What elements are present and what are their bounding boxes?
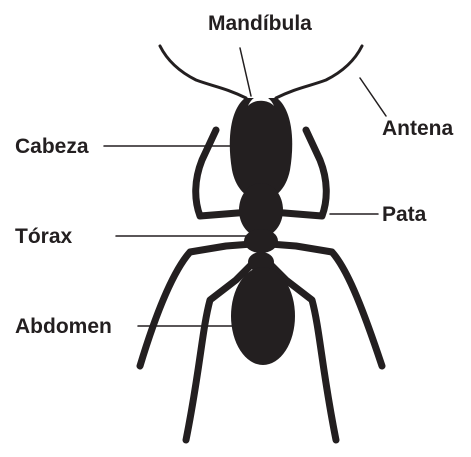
label-mandible: Mandíbula	[208, 13, 312, 34]
left-antenna	[160, 46, 246, 98]
label-leg: Pata	[382, 204, 426, 225]
right-antenna	[276, 46, 362, 98]
ant-abdomen	[231, 267, 295, 365]
label-thorax: Tórax	[15, 226, 72, 247]
ant-thorax-front	[239, 183, 283, 237]
mandible-leader-line	[240, 48, 251, 96]
ant-thorax-middle	[244, 229, 278, 253]
label-antenna: Antena	[382, 118, 453, 139]
label-head: Cabeza	[15, 136, 89, 157]
label-abdomen: Abdomen	[15, 316, 112, 337]
antenna-leader-line	[360, 78, 386, 116]
